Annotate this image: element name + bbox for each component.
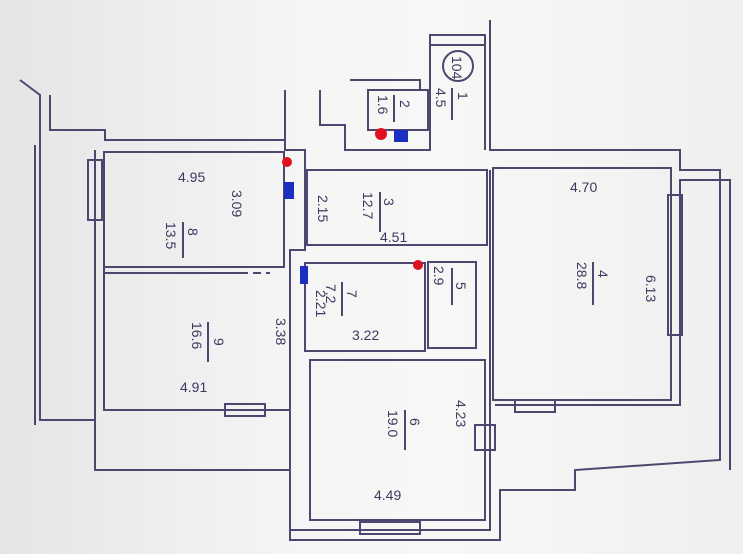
dimension-label: 3.22 [352, 327, 379, 343]
apartment-number: 104 [449, 56, 465, 80]
room-number: 5 [453, 282, 469, 290]
room-number: 6 [407, 418, 423, 426]
room-6: 6 19.0 [385, 410, 423, 450]
room-number: 7 [344, 290, 360, 298]
room-area: 16.6 [189, 322, 205, 349]
dimension-label: 4.70 [570, 179, 597, 195]
room-number: 8 [185, 228, 201, 236]
dimension-label: 4.91 [180, 379, 207, 395]
dimension-label: 6.13 [643, 275, 659, 302]
room-3: 3 12.7 [360, 192, 397, 232]
room-2: 2 1.6 [375, 95, 413, 122]
dimension-label: 4.51 [380, 229, 407, 245]
room-1: 1 4.5 [433, 88, 471, 120]
dimension-label: 2.15 [315, 195, 331, 222]
room-5: 5 2.9 [431, 266, 469, 305]
dimension-label: 3.38 [273, 318, 289, 345]
room-8: 8 13.5 [163, 222, 201, 258]
blue-marker [394, 130, 408, 142]
dimension-label: 4.23 [453, 400, 469, 427]
room-number: 9 [211, 338, 227, 346]
room-4: 4 28.8 [574, 262, 611, 305]
room-number: 4 [595, 270, 611, 278]
blue-marker [284, 182, 294, 199]
dimension-label: 2.21 [313, 290, 329, 317]
dimension-label: 3.09 [229, 190, 245, 217]
red-marker [413, 260, 423, 270]
apartment-number-circle [442, 50, 474, 82]
room-area: 19.0 [385, 410, 401, 437]
room-number: 2 [397, 100, 413, 108]
room-area: 1.6 [375, 95, 391, 115]
room-area: 28.8 [574, 262, 590, 289]
room-area: 2.9 [431, 266, 447, 286]
dimension-label: 4.49 [374, 487, 401, 503]
walls [19, 20, 731, 541]
room-area: 13.5 [163, 222, 179, 249]
room-area: 4.5 [433, 88, 449, 108]
room-area: 12.7 [360, 192, 376, 219]
room-area: 7.2 [323, 284, 339, 304]
red-marker [375, 128, 387, 140]
dimension-label: 4.95 [178, 169, 205, 185]
room-number: 3 [381, 198, 397, 206]
room-7: 7 7.2 [323, 282, 360, 316]
room-number: 1 [455, 92, 471, 100]
room-9: 9 16.6 [189, 322, 227, 362]
blue-marker [300, 266, 308, 284]
red-marker [282, 157, 292, 167]
